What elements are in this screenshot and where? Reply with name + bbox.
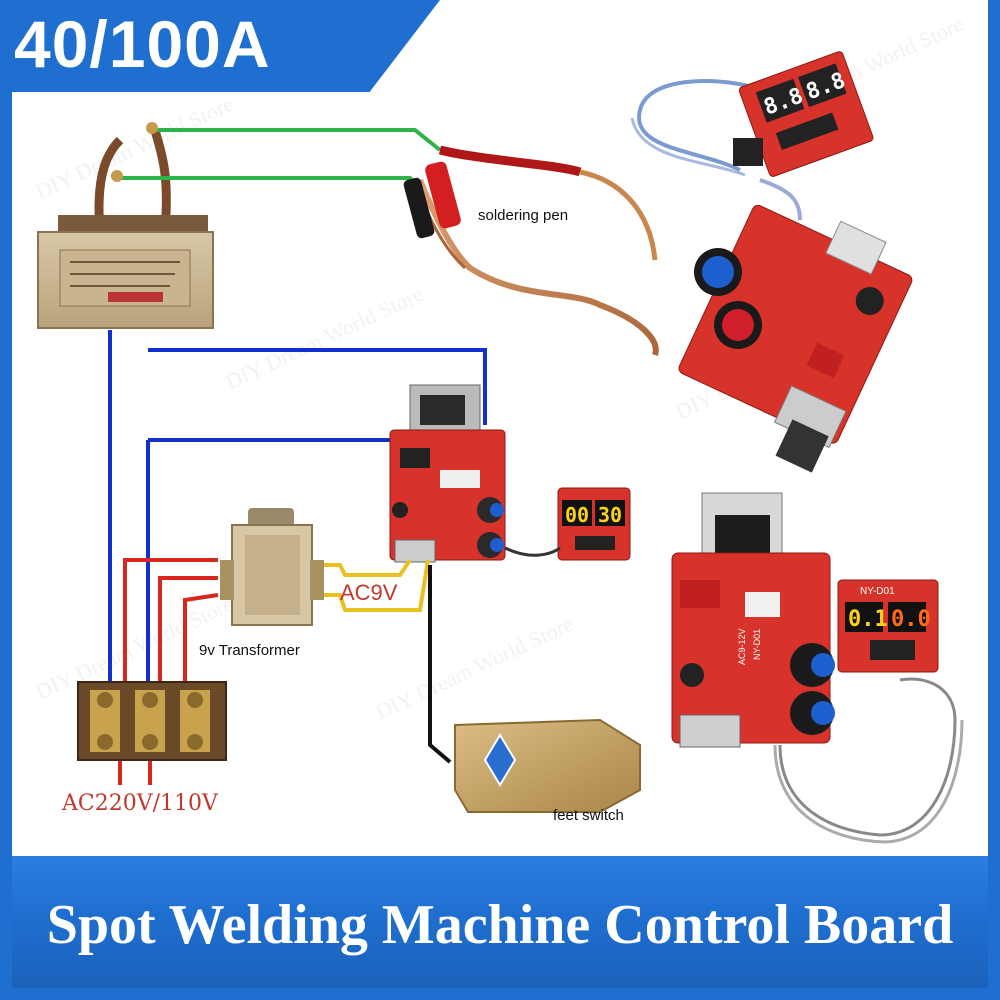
footer-banner [0, 856, 1000, 1000]
main-control-board [389, 384, 506, 563]
product-title: Spot Welding Machine Control Board [46, 894, 954, 956]
soldering-pen [403, 145, 659, 356]
small-display-right: 30 [598, 503, 622, 527]
svg-text:DIY Dream World Store: DIY Dream World Store [372, 611, 578, 725]
transformer-label: 9v Transformer [199, 642, 300, 659]
terminal-block [77, 681, 227, 761]
ac9v-wires [324, 558, 430, 612]
red-wires [118, 558, 219, 785]
top-right-board: 8.8 8.8 [630, 51, 913, 473]
nine-volt-transformer [220, 508, 324, 626]
large-display-left: 0.1 [848, 607, 888, 632]
feet-switch-pedal [454, 718, 641, 813]
small-display-left: 00 [565, 503, 589, 527]
large-display-right: 0.0 [891, 607, 931, 632]
timer-model-text: NY-D01 [860, 586, 895, 597]
blue-wires [108, 330, 487, 690]
ac9v-label: AC9V [340, 580, 398, 605]
small-timer-display: 00 30 [557, 487, 631, 561]
board-power-text: AC9-12V [737, 628, 747, 665]
board-id-text: NY-D01 [752, 629, 762, 660]
bottom-right-board: AC9-12V NY-D01 [671, 492, 964, 844]
svg-text:DIY Dream World Store: DIY Dream World Store [222, 281, 428, 395]
amperage-badge [0, 0, 440, 92]
soldering-pen-label: soldering pen [478, 207, 568, 224]
main-transformer [37, 128, 214, 329]
svg-text:DIY Dream World Store: DIY Dream World Store [32, 91, 238, 205]
feet-switch-label: feet switch [553, 807, 624, 824]
amperage-badge-text: 40/100A [14, 7, 271, 81]
mains-label: AC220V/110V [61, 791, 219, 816]
large-timer-display: NY-D01 0.1 0.0 [837, 579, 939, 673]
